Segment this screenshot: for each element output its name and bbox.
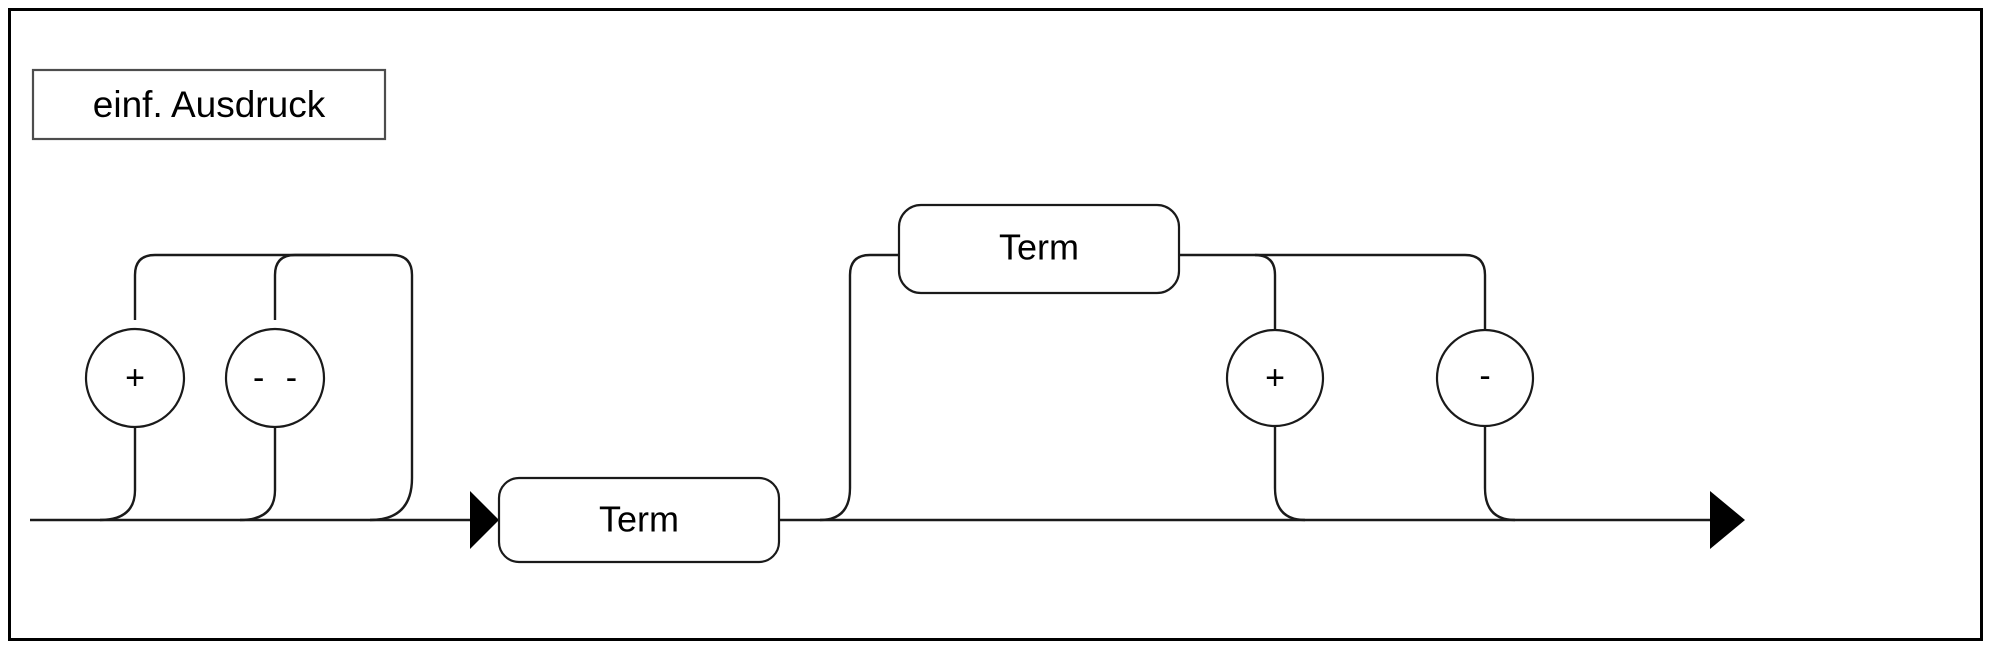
diagram-frame <box>8 8 1983 641</box>
rail-left-loop-outer <box>133 253 414 478</box>
rail-repeat-plus-top <box>1254 253 1277 330</box>
rail-repeat-loop-top <box>1179 253 1487 330</box>
rail-repeat-loop-left <box>819 253 899 522</box>
diagram-title-box <box>31 68 387 141</box>
rail-repeat-minus-drop <box>1483 426 1516 522</box>
node-term-repeat-label: Term <box>999 227 1079 268</box>
arrowhead-into-term-main <box>470 491 499 549</box>
rail-left-branch-plus-drop <box>99 428 137 522</box>
node-sign-minus-right[interactable] <box>1435 328 1535 428</box>
rail-left-branch-minus-drop <box>239 428 277 522</box>
node-sign-plus-right-label: + <box>1265 359 1285 397</box>
rail-repeat-plus-drop <box>1273 426 1306 522</box>
node-sign-plus-right[interactable] <box>1225 328 1325 428</box>
node-sign-plus-left-label: + <box>125 359 145 397</box>
rail-left-loop-return <box>369 477 414 522</box>
node-sign-plus-left[interactable] <box>84 327 186 429</box>
node-term-repeat[interactable] <box>897 203 1181 295</box>
arrowhead-exit <box>1710 491 1745 549</box>
diagram-title-label: einf. Ausdruck <box>93 84 326 125</box>
node-sign-minus-right-label: - <box>1479 357 1490 395</box>
rail-left-branch-minus-top <box>273 253 330 320</box>
node-sign-minus-left-label: - - <box>253 359 303 397</box>
node-term-main-label: Term <box>599 499 679 540</box>
node-sign-minus-left[interactable] <box>224 327 326 429</box>
